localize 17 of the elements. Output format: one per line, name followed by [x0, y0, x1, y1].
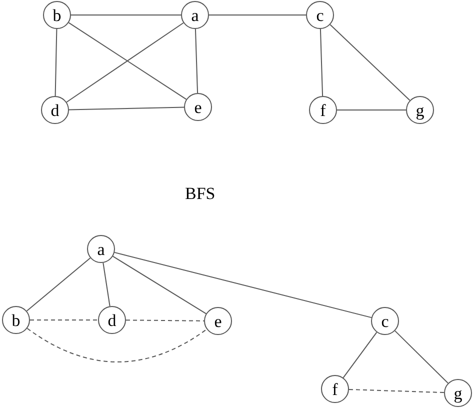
edge-line — [70, 14, 182, 16]
edge-line — [68, 106, 184, 110]
edge-line — [320, 28, 324, 96]
edge-line — [330, 24, 410, 101]
edge-line — [112, 256, 207, 314]
edge-line — [394, 330, 449, 384]
edge-line — [54, 28, 58, 96]
edge-line — [102, 262, 110, 307]
edge-line — [194, 28, 198, 94]
edge-line — [26, 257, 91, 312]
edge-line — [114, 252, 372, 318]
section-heading: BFS — [185, 183, 216, 205]
dashed-line — [348, 388, 444, 394]
edge-line — [342, 332, 378, 378]
dashed-line — [26, 328, 208, 362]
dashed-line — [126, 320, 204, 322]
edge-line — [208, 14, 306, 16]
